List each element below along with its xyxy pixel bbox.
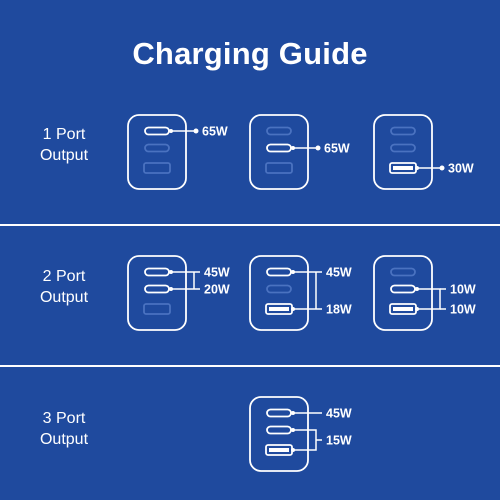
wattage-label: 45W (204, 266, 230, 280)
wattage-label: 45W (326, 407, 352, 421)
usb-c-port-icon (144, 267, 170, 277)
charger-body (249, 396, 309, 472)
usb-c-port-icon (266, 408, 292, 418)
usb-c-port-icon (144, 143, 170, 153)
usb-c-port-icon (390, 267, 416, 277)
usb-c-port-icon (144, 284, 170, 294)
charger-body (249, 255, 309, 331)
usb-a-port-icon (143, 162, 171, 174)
wattage-label: 65W (202, 125, 228, 139)
wattage-label: 20W (204, 283, 230, 297)
row-label-1-port: 1 Port Output (24, 124, 104, 166)
usb-a-port-insert (269, 307, 289, 311)
usb-c-port-icon (144, 126, 170, 136)
row-divider (0, 224, 500, 226)
row-label-line2: Output (39, 289, 89, 306)
usb-c-port-icon (266, 267, 292, 277)
connector-bracket (417, 288, 441, 310)
wattage-label: 18W (326, 303, 352, 317)
charger-body (127, 255, 187, 331)
usb-c-port-icon (266, 143, 292, 153)
usb-c-port-icon (390, 143, 416, 153)
row-label-line1: 3 Port (42, 410, 86, 427)
usb-a-port-insert (393, 307, 413, 311)
usb-a-port-icon (265, 162, 293, 174)
row-label-2-port: 2 Port Output (24, 266, 104, 308)
connector-dot (315, 145, 321, 151)
usb-c-port-icon (266, 126, 292, 136)
row-label-line2: Output (39, 147, 89, 164)
row-label-3-port: 3 Port Output (24, 408, 104, 450)
row-divider (0, 365, 500, 367)
usb-c-port-icon (390, 284, 416, 294)
usb-a-port-icon (143, 303, 171, 315)
connector-dot (439, 165, 445, 171)
row-label-line1: 1 Port (42, 126, 86, 143)
charger-body (373, 255, 433, 331)
connector-bracket (293, 429, 317, 451)
usb-a-port-insert (393, 166, 413, 170)
wattage-label: 65W (324, 142, 350, 156)
charger-body (373, 114, 433, 190)
usb-c-port-icon (266, 425, 292, 435)
wattage-label: 10W (450, 303, 476, 317)
charger-body (249, 114, 309, 190)
wattage-label: 10W (450, 283, 476, 297)
row-label-line2: Output (39, 431, 89, 448)
wattage-label: 45W (326, 266, 352, 280)
wattage-label: 30W (448, 162, 474, 176)
connector-dot (193, 128, 199, 134)
wattage-label: 15W (326, 434, 352, 448)
usb-a-port-insert (269, 448, 289, 452)
page-title: Charging Guide (132, 36, 368, 71)
row-label-line1: 2 Port (42, 268, 86, 285)
usb-c-port-icon (390, 126, 416, 136)
usb-c-port-icon (266, 284, 292, 294)
charger-body (127, 114, 187, 190)
